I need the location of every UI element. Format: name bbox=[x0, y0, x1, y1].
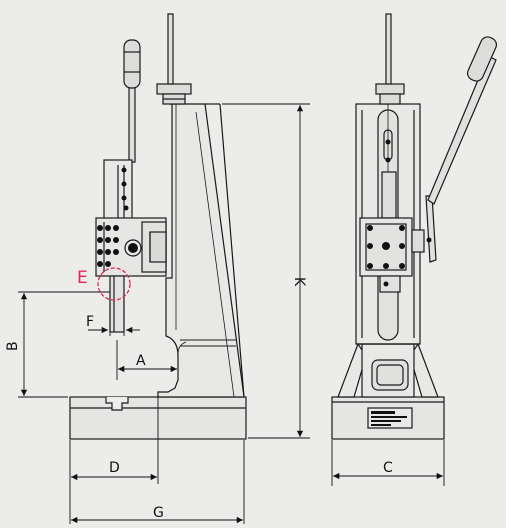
dimension-label-c: C bbox=[383, 460, 393, 476]
front-lever bbox=[425, 195, 437, 263]
side-view bbox=[69, 13, 247, 440]
front-dimensions bbox=[331, 440, 445, 486]
dimension-label-g: G bbox=[153, 505, 164, 521]
front-top-nut bbox=[375, 83, 405, 95]
side-bolts bbox=[97, 167, 138, 267]
dimension-label-b: B bbox=[5, 341, 21, 351]
e-callout-circle bbox=[97, 267, 131, 301]
dimension-label-k: K bbox=[291, 277, 307, 287]
side-handle-grip bbox=[123, 39, 141, 89]
dimension-label-f: F bbox=[86, 314, 94, 330]
front-top-rod bbox=[385, 13, 392, 85]
side-frame bbox=[157, 103, 245, 398]
side-ram bbox=[109, 275, 125, 333]
front-view bbox=[331, 13, 498, 440]
dimension-label-a: A bbox=[136, 353, 146, 369]
dimension-label-e: E bbox=[77, 268, 88, 288]
dimension-label-d: D bbox=[109, 460, 120, 476]
side-top-nut bbox=[156, 83, 192, 95]
side-top-rod bbox=[167, 13, 174, 85]
front-window bbox=[371, 359, 409, 391]
front-bolts bbox=[367, 139, 432, 287]
t-slot bbox=[105, 397, 129, 411]
front-handle-grip bbox=[466, 36, 498, 82]
side-dimensions bbox=[18, 103, 310, 524]
